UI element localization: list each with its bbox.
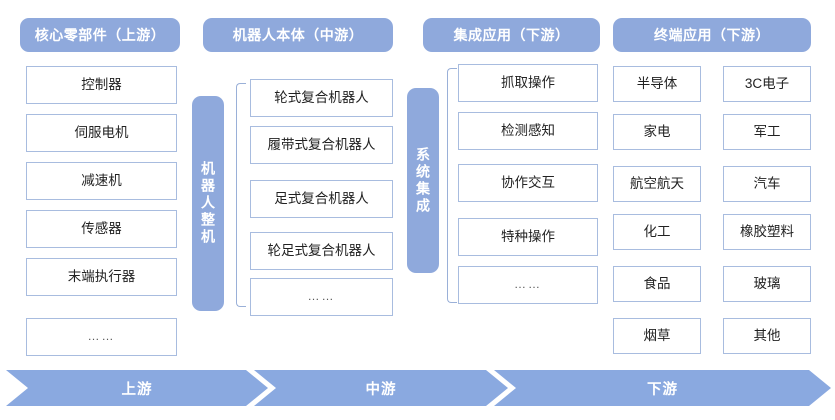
item-box-terminal-left-4[interactable]: 化工 (613, 214, 701, 250)
item-box-terminal-left-3[interactable]: 航空航天 (613, 166, 701, 202)
item-box-terminal-left-6[interactable]: 烟草 (613, 318, 701, 354)
item-box-upstream-6[interactable]: …… (26, 318, 177, 356)
item-box-upstream-2[interactable]: 伺服电机 (26, 114, 177, 152)
vertical-label-robot-whole-machine: 机器人整机 (192, 96, 224, 311)
flow-arrow-midstream[interactable]: 中游 (254, 370, 508, 406)
item-box-terminal-right-4[interactable]: 橡胶塑料 (723, 214, 811, 250)
item-box-midstream-3[interactable]: 足式复合机器人 (250, 180, 393, 218)
column-header-upstream: 核心零部件（上游） (20, 18, 180, 52)
flow-arrow-downstream[interactable]: 下游 (494, 370, 831, 406)
item-box-terminal-right-3[interactable]: 汽车 (723, 166, 811, 202)
flow-arrow-upstream[interactable]: 上游 (6, 370, 268, 406)
item-box-integration-5[interactable]: …… (458, 266, 598, 304)
item-box-integration-1[interactable]: 抓取操作 (458, 64, 598, 102)
flow-arrow-bar: 上游 中游 下游 (0, 370, 835, 406)
column-header-midstream: 机器人本体（中游） (203, 18, 393, 52)
item-box-terminal-right-5[interactable]: 玻璃 (723, 266, 811, 302)
item-box-integration-2[interactable]: 检测感知 (458, 112, 598, 150)
item-box-midstream-2[interactable]: 履带式复合机器人 (250, 126, 393, 164)
bracket-connector-midstream (236, 83, 246, 307)
item-box-midstream-4[interactable]: 轮足式复合机器人 (250, 232, 393, 270)
item-box-terminal-left-2[interactable]: 家电 (613, 114, 701, 150)
item-box-integration-3[interactable]: 协作交互 (458, 164, 598, 202)
item-box-terminal-right-1[interactable]: 3C电子 (723, 66, 811, 102)
item-box-terminal-right-2[interactable]: 军工 (723, 114, 811, 150)
item-box-midstream-1[interactable]: 轮式复合机器人 (250, 79, 393, 117)
item-box-midstream-5[interactable]: …… (250, 278, 393, 316)
column-header-terminal: 终端应用（下游） (613, 18, 811, 52)
column-header-integration: 集成应用（下游） (423, 18, 600, 52)
item-box-terminal-right-6[interactable]: 其他 (723, 318, 811, 354)
item-box-integration-4[interactable]: 特种操作 (458, 218, 598, 256)
item-box-upstream-1[interactable]: 控制器 (26, 66, 177, 104)
item-box-terminal-left-5[interactable]: 食品 (613, 266, 701, 302)
vertical-label-system-integration: 系统集成 (407, 88, 439, 273)
item-box-upstream-3[interactable]: 减速机 (26, 162, 177, 200)
item-box-upstream-4[interactable]: 传感器 (26, 210, 177, 248)
item-box-terminal-left-1[interactable]: 半导体 (613, 66, 701, 102)
item-box-upstream-5[interactable]: 末端执行器 (26, 258, 177, 296)
bracket-connector-integration (447, 68, 457, 303)
